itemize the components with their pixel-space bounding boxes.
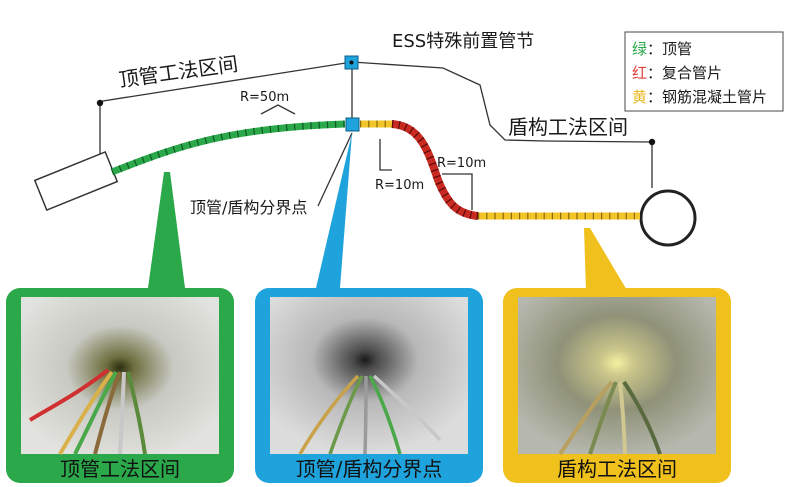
- boundary-point-label: 顶管/盾构分界点: [190, 198, 307, 217]
- jacking-machine: [33, 150, 119, 212]
- radius-10-label-a: R=10m: [375, 178, 424, 193]
- legend-text-yellow: 钢筋混凝土管片: [662, 88, 767, 106]
- legend-key-yellow: 黄: [632, 88, 647, 106]
- legend-colon-red: ：: [647, 64, 662, 82]
- tunnel-cables-shield: [558, 380, 662, 456]
- annotation-lines: [99, 61, 653, 210]
- radius-10-label-b: R=10m: [437, 156, 486, 171]
- ess-marker-dot: [349, 60, 354, 65]
- legend-box: [624, 31, 784, 112]
- tunnel-photo-shield: [518, 297, 716, 454]
- legend-item-yellow: 黄：钢筋混凝土管片: [632, 88, 767, 106]
- green-pipe-segment: [110, 120, 346, 176]
- photo-panel-jacking: 顶管工法区间: [6, 288, 234, 483]
- legend-key-red: 红: [632, 64, 647, 82]
- pipeline: [110, 120, 640, 220]
- photo-panel-boundary: 顶管/盾构分界点: [255, 288, 483, 483]
- tunnel-cables-boundary: [298, 374, 442, 455]
- red-pipe-segment: [391, 120, 479, 220]
- green-callout-pointer: [148, 172, 185, 288]
- jacking-section-label: 顶管工法区间: [117, 51, 239, 91]
- shield-anchor-dot: [648, 138, 656, 146]
- ess-section-label: ESS特殊前置管节: [392, 31, 534, 52]
- shield-machine: [639, 189, 697, 247]
- legend: 绿：顶管 红：复合管片 黄：钢筋混凝土管片: [624, 31, 784, 112]
- yellow-callout-pointer: [584, 228, 628, 292]
- legend-text-red: 复合管片: [662, 64, 722, 82]
- tunnel-cables-jacking: [28, 368, 147, 456]
- boundary-marker: [345, 117, 360, 132]
- legend-key-green: 绿: [632, 40, 647, 58]
- tunnel-photo-boundary: [270, 297, 468, 454]
- photo-caption-jacking: 顶管工法区间: [60, 457, 180, 481]
- photo-caption-shield: 盾构工法区间: [557, 457, 677, 481]
- green-pipe-joints: [110, 120, 346, 176]
- jacking-anchor-dot: [96, 99, 104, 107]
- legend-item-red: 红：复合管片: [632, 64, 722, 82]
- legend-text-green: 顶管: [662, 40, 692, 58]
- photo-caption-boundary: 顶管/盾构分界点: [296, 457, 443, 481]
- radius-50-label: R=50m: [240, 90, 289, 105]
- blue-callout-pointer: [316, 133, 352, 288]
- shield-section-label: 盾构工法区间: [508, 115, 628, 139]
- legend-item-green: 绿：顶管: [632, 40, 692, 58]
- photo-panel-shield: 盾构工法区间: [503, 288, 731, 483]
- legend-colon-green: ：: [647, 40, 662, 58]
- legend-colon-yellow: ：: [647, 88, 662, 106]
